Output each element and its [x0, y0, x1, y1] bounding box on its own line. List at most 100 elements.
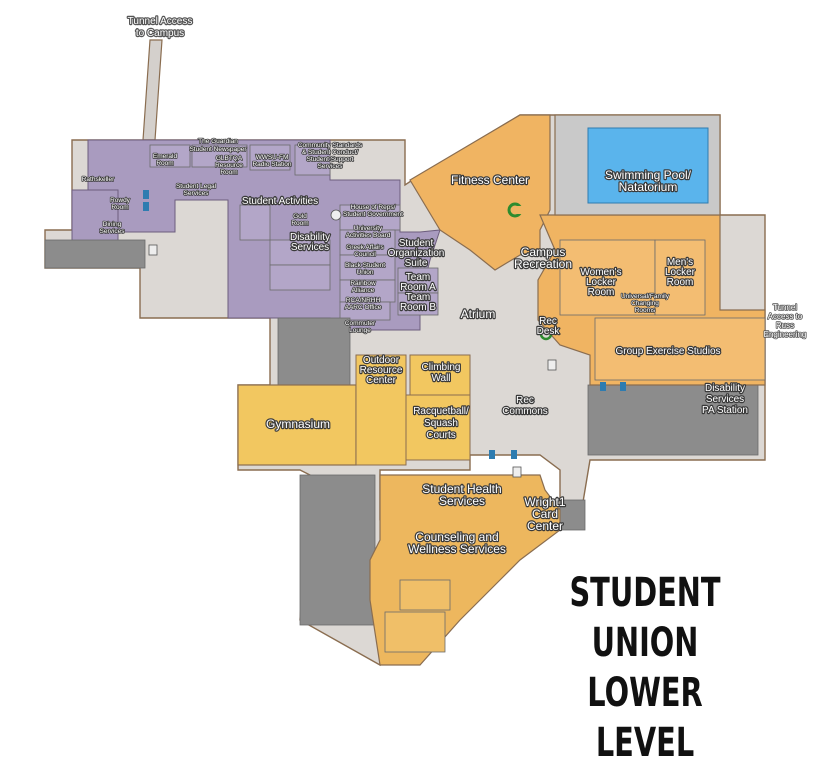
natatorium [554, 114, 721, 216]
label-wright1-1: Wright1 [524, 495, 565, 509]
label-outdoor-1: Outdoor [363, 355, 400, 366]
label-mens-3: Room [667, 277, 694, 288]
label-team-a-1: Team [406, 272, 430, 283]
label-outdoor-2: Resource [360, 365, 403, 376]
label-group-exercise: Group Exercise Studios [615, 346, 720, 357]
elevator-icon [148, 209, 557, 478]
label-campus-rec-1: Campus [521, 245, 566, 259]
label-glbtqa-1: GLBTQA [216, 155, 243, 162]
orange-zone [409, 114, 766, 386]
label-guardian-2: Student Newspaper [189, 146, 247, 153]
label-dining-2: Services [100, 228, 126, 235]
rec-c-logo-icon-desk [539, 327, 553, 341]
label-universal-2: Changing [631, 300, 659, 307]
label-tunnel-russ-1: Tunnel [773, 303, 797, 312]
label-university-2: Activities Board [346, 232, 391, 239]
label-universal-1: Universal/Family [621, 293, 670, 300]
label-house-reps-1: House of Reps/ [351, 204, 396, 211]
label-rec-desk-1: Rec [539, 316, 557, 327]
label-outdoor-3: Center [366, 375, 397, 386]
label-rec-desk-2: Desk [537, 326, 561, 337]
label-dining-1: Dining [103, 221, 122, 228]
label-guardian-1: The Guardian [198, 138, 238, 145]
rec-c-logo-icon [507, 202, 523, 218]
label-gymnasium: Gymnasium [266, 417, 330, 431]
label-glbtqa-3: Room [220, 169, 237, 176]
label-legal-1: Student Legal [176, 183, 217, 190]
label-wwsu-1: WWSU-FM [256, 154, 289, 161]
restroom-icon [143, 190, 626, 459]
label-womens-3: Room [588, 287, 615, 298]
label-org-suite-2: Organization [388, 248, 445, 259]
label-disability-pa-2: Services [706, 394, 744, 405]
label-tunnel-russ-2: Access to [768, 312, 803, 321]
label-community-3: Student Support [307, 156, 354, 163]
label-tunnel-campus-2: to Campus [136, 28, 184, 39]
label-tunnel-russ-4: Engineering [764, 330, 807, 339]
label-team-b-1: Team [406, 292, 430, 303]
label-student-health-1: Student Health [422, 482, 501, 496]
label-tunnel-russ-3: Russ [776, 321, 794, 330]
label-rowdy-2: Room [111, 204, 128, 211]
label-student-health-2: Services [439, 494, 485, 508]
label-rec-commons-1: Rec [516, 395, 534, 406]
label-team-a-2: Room A [400, 282, 436, 293]
label-tunnel-campus-1: Tunnel Access [128, 16, 193, 27]
label-pool-1: Swimming Pool/ [605, 168, 692, 182]
label-org-suite-1: Student [399, 238, 434, 249]
label-disability-1: Disability [290, 232, 330, 243]
label-climbing-1: Climbing [422, 362, 461, 373]
label-womens-1: Women's [580, 267, 621, 278]
label-rainbow-1: Rainbow [350, 280, 376, 287]
map-title-line-1: STUDENT UNION [569, 570, 721, 666]
label-rainbow-2: Alliance [352, 287, 375, 294]
label-rec-commons-2: Commons [502, 406, 548, 417]
purple-zone [71, 139, 441, 331]
label-bsu-1: Black Student [345, 262, 385, 269]
label-mens-2: Locker [665, 267, 696, 278]
label-racquetball-2: Squash [424, 418, 458, 429]
label-rowdy-1: Rowdy [110, 197, 131, 204]
label-racquetball-1: Racquetball/ [413, 406, 469, 417]
yellow-zone [237, 354, 561, 666]
label-community-1: Community Standards [298, 142, 363, 149]
label-community-2: & Student Conduct/ [302, 149, 359, 156]
label-rathskeller: Rathskeller [82, 176, 115, 183]
label-greek-2: Council [354, 251, 376, 258]
label-emerald-1: Emerald [153, 153, 178, 160]
label-counseling-2: Wellness Services [408, 542, 506, 556]
map-labels: Tunnel Access to Campus The Guardian Stu… [81, 15, 807, 557]
label-rca-1: RCA/NRHH [346, 297, 381, 304]
floor-plan-map: Tunnel Access to Campus The Guardian Stu… [44, 15, 807, 667]
label-gold-1: Gold [293, 213, 307, 220]
label-rca-2: AARC Office [345, 304, 382, 311]
label-fitness-center: Fitness Center [451, 173, 529, 187]
label-wright1-2: Card [532, 507, 558, 521]
label-counseling-1: Counseling and [415, 530, 498, 544]
label-womens-2: Locker [586, 277, 617, 288]
label-greek-1: Greek Affairs [346, 244, 384, 251]
label-mens-1: Men's [667, 257, 693, 268]
label-glbtqa-2: Resource [215, 162, 243, 169]
label-disability-2: Services [291, 242, 329, 253]
gray-zone [44, 239, 759, 626]
map-title-line-2: LOWER LEVEL [587, 670, 703, 766]
label-gold-2: Room [291, 220, 308, 227]
label-legal-2: Services [184, 190, 210, 197]
label-campus-rec-2: Recreation [514, 257, 572, 271]
label-pool-2: Natatorium [619, 180, 678, 194]
label-emerald-2: Room [156, 160, 173, 167]
label-university-1: University [354, 225, 383, 232]
label-atrium: Atrium [461, 307, 496, 321]
tunnel-to-campus [142, 39, 163, 141]
label-commuter-1: Commuter [345, 320, 376, 327]
map-title: STUDENT UNION LOWER LEVEL [555, 568, 735, 768]
label-racquetball-3: Courts [426, 430, 455, 441]
label-team-b-2: Room B [400, 302, 436, 313]
label-commuter-2: Lounge [349, 327, 371, 334]
label-student-activities: Student Activities [242, 196, 318, 207]
label-disability-pa-3: PA Station [702, 405, 748, 416]
label-climbing-2: Wall [431, 373, 450, 384]
label-wwsu-2: Radio Station [252, 161, 291, 168]
label-community-4: Services [318, 163, 344, 170]
